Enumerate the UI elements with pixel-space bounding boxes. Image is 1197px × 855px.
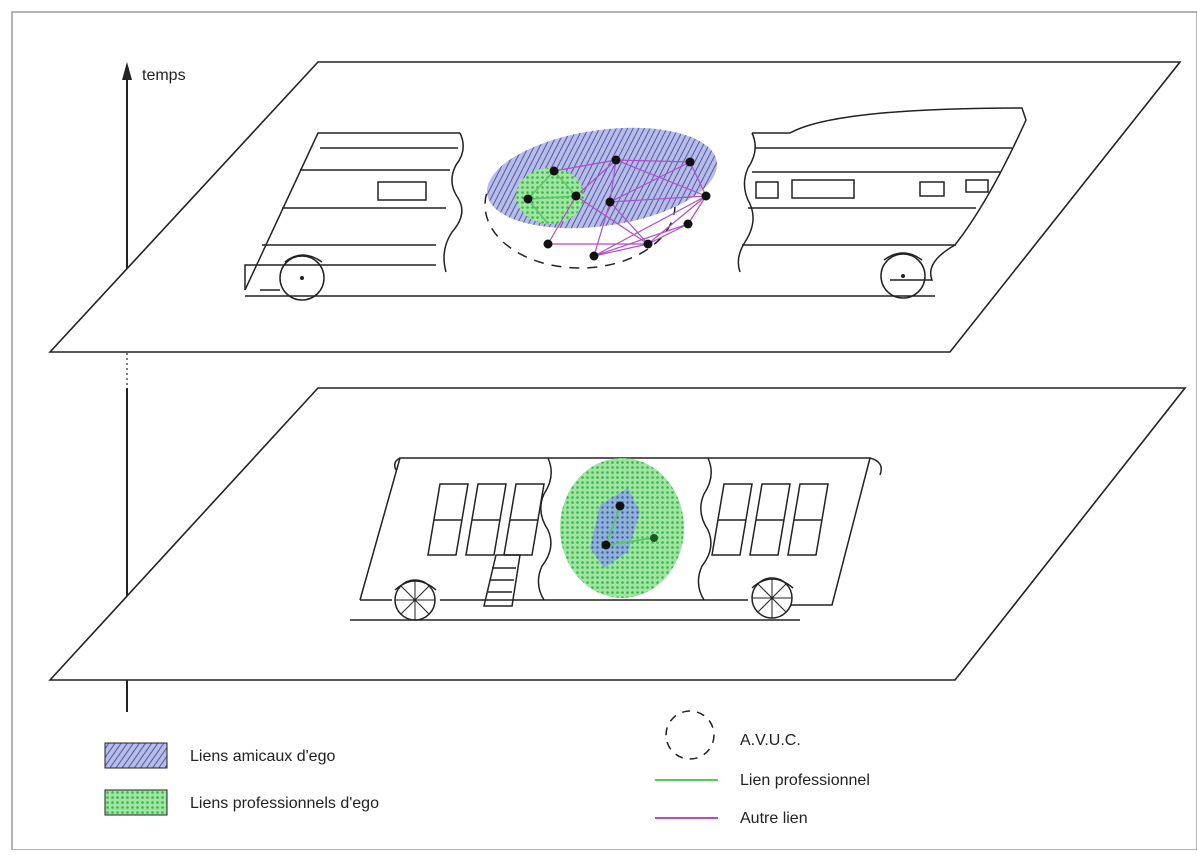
network-1993 (484, 127, 718, 269)
legend: Liens amicaux d'ego Liens professionnels… (104, 710, 870, 827)
plane-1987 (48, 387, 1187, 681)
professional-links (527, 170, 577, 225)
legend-label-professionnels: Liens professionnels d'ego (190, 795, 379, 812)
legend-swatch-amicaux (104, 742, 168, 769)
network-nodes-1993 (523, 155, 711, 261)
professionnels-area (516, 168, 584, 224)
wheel-spokes-icon (395, 578, 792, 620)
axis-arrow-icon (122, 62, 132, 80)
legend-label-amicaux: Liens amicaux d'ego (190, 748, 335, 765)
legend-label-autre-lien: Autre lien (740, 810, 808, 827)
network-1987 (560, 458, 684, 598)
other-links (547, 159, 707, 257)
legend-label-lien-professionnel: Lien professionnel (740, 772, 870, 789)
bus-1993 (244, 107, 1027, 301)
plane-1993 (48, 61, 1182, 353)
legend-avuc-icon (665, 710, 715, 760)
legend-label-avuc: A.V.U.C. (740, 732, 801, 749)
legend-swatch-professionnels (104, 789, 168, 816)
axis-label: temps (142, 67, 186, 84)
wheel-hub-icon (300, 276, 304, 280)
amicaux-area (590, 488, 640, 568)
wheel-hub-icon (901, 274, 905, 278)
